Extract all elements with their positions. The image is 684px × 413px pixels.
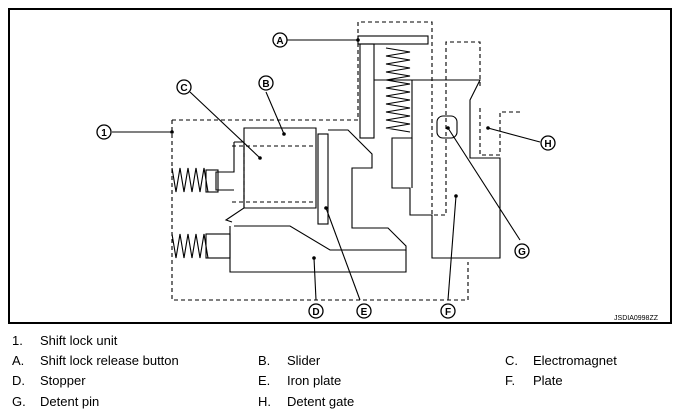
leader-e [325, 207, 361, 301]
legend-e-label: Iron plate [287, 373, 342, 388]
stopper [229, 226, 407, 273]
callout-1: 1 [101, 128, 107, 139]
release-button [357, 35, 429, 45]
callout-c-circle [176, 79, 192, 95]
legend-b-key: B. [258, 353, 271, 368]
lower-spring [171, 233, 209, 259]
legend-c-label: Electromagnet [533, 353, 617, 368]
legend-item1-label: Shift lock unit [40, 333, 118, 348]
legend-g-label: Detent pin [40, 394, 100, 409]
callout-c: C [180, 83, 187, 94]
legend-g-key: G. [12, 394, 26, 409]
legend-e-key: E. [258, 373, 271, 388]
legend-h-key: H. [258, 394, 271, 409]
button-spring [385, 47, 411, 133]
callout-f-circle [440, 303, 456, 319]
upper-spring-cap [205, 169, 219, 193]
detent-pin [436, 115, 458, 139]
callout-d-circle [308, 303, 324, 319]
leader-d [313, 257, 317, 301]
leader-h [487, 127, 541, 143]
shift-lock-diagram: A B C 1 D E F G H JSDIA0998ZZ [96, 21, 659, 322]
legend-b-label: Slider [287, 353, 321, 368]
electromagnet-body [215, 141, 245, 223]
callout-f: F [445, 307, 451, 318]
legend-h-label: Detent gate [287, 394, 355, 409]
leader-f [447, 195, 457, 301]
iron-plate [317, 133, 329, 225]
legend-f-key: F. [505, 373, 516, 388]
legend-d-label: Stopper [40, 373, 86, 388]
iron-plate-bracket [234, 129, 407, 251]
figure-code: JSDIA0998ZZ [614, 315, 659, 322]
callout-h: H [544, 139, 551, 150]
callout-a: A [276, 36, 283, 47]
leader-b [265, 91, 285, 135]
legend-f-label: Plate [533, 373, 563, 388]
callout-e-circle [356, 303, 372, 319]
plate [374, 79, 501, 259]
callout-b: B [262, 79, 269, 90]
diagram-frame [8, 8, 672, 324]
legend-a-label: Shift lock release button [40, 353, 179, 368]
legend-item1-key: 1. [12, 333, 23, 348]
release-button-stem [359, 43, 375, 139]
callout-a-circle [272, 32, 288, 48]
leader-g [447, 127, 521, 241]
upper-spring [171, 167, 209, 193]
lower-spring-cap [205, 233, 231, 259]
slider-dashed [232, 145, 316, 203]
shift-lock-unit-outline [171, 21, 520, 301]
callout-e: E [361, 307, 368, 318]
callout-d: D [312, 307, 319, 318]
slider [243, 127, 317, 209]
legend-a-key: A. [12, 353, 25, 368]
leader-c [189, 91, 261, 159]
callout-b-circle [258, 75, 274, 91]
callout-h-circle [540, 135, 556, 151]
callout-1-circle [96, 124, 112, 140]
legend-d-key: D. [12, 373, 25, 388]
legend-c-key: C. [505, 353, 518, 368]
callout-g-circle [514, 243, 530, 259]
callout-g: G [518, 247, 526, 258]
